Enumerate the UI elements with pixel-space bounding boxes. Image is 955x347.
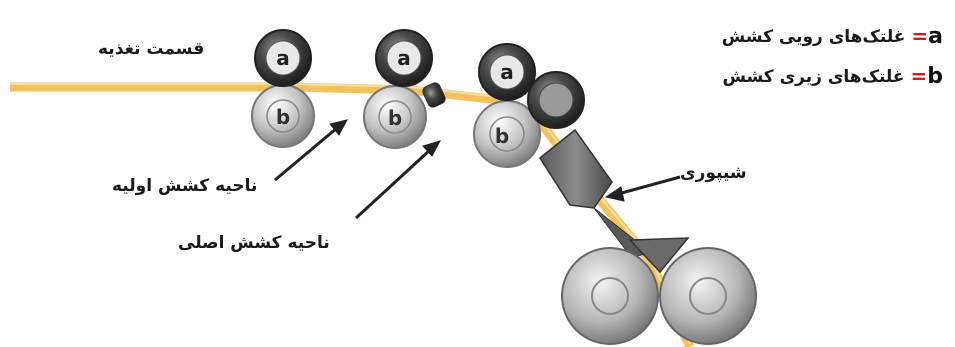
delivery-roller-right xyxy=(659,247,757,345)
pointer-arrows xyxy=(274,119,681,220)
label-main-draft-zone: ناحیه کشش اصلی xyxy=(178,233,330,253)
trumpet-condenser xyxy=(539,128,690,274)
letter-b-2: b xyxy=(388,106,402,130)
letter-a-2: a xyxy=(397,46,411,70)
legend-symbol-b: b xyxy=(927,64,943,89)
arrow-trumpet xyxy=(617,175,681,196)
legend-eq-b: = xyxy=(910,64,928,88)
roller-letters: a a a b b b xyxy=(276,46,514,148)
label-feed-section: قسمت تغذیه xyxy=(98,39,205,59)
letter-a-1: a xyxy=(276,46,290,70)
delivery-rollers xyxy=(561,247,757,345)
legend-text-b: غلتک‌های زیری کشش xyxy=(722,66,905,87)
roller-pair-3 xyxy=(473,43,585,168)
legend-symbol-a: a xyxy=(928,24,943,49)
letter-b-1: b xyxy=(276,105,290,129)
bottom-roller-2 xyxy=(363,85,427,149)
legend-row-a: غلتک‌های رویی کشش =a xyxy=(722,24,943,49)
legend-key-a: =a xyxy=(911,24,943,49)
letter-a-3: a xyxy=(500,60,514,84)
arrow-preliminary-zone xyxy=(274,126,338,182)
small-guide-2 xyxy=(422,82,446,108)
arrow-main-zone xyxy=(354,148,432,220)
label-trumpet: شیپوری xyxy=(680,163,747,183)
roller-pair-1 xyxy=(251,29,315,148)
legend-row-b: غلتک‌های زیری کشش =b xyxy=(722,64,943,89)
legend-eq-a: = xyxy=(911,24,929,48)
roller-pair-2 xyxy=(363,29,446,149)
legend-text-a: غلتک‌های رویی کشش xyxy=(721,26,906,47)
delivery-roller-left xyxy=(561,247,659,345)
legend-key-b: =b xyxy=(910,64,943,89)
letter-b-3: b xyxy=(495,124,509,148)
label-preliminary-draft-zone: ناحیه کشش اولیه xyxy=(112,176,258,196)
